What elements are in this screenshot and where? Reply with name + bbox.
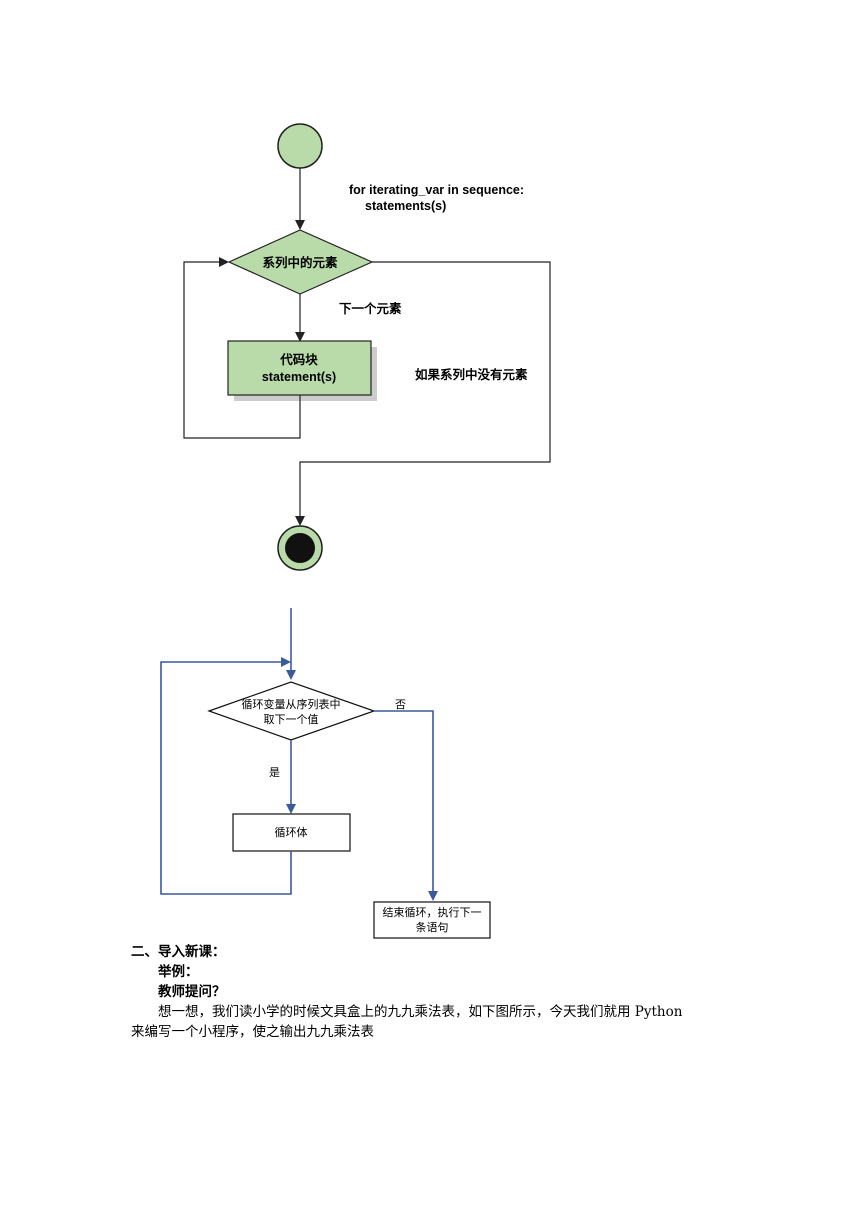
paragraph-line-1: 想一想，我们读小学的时候文具盒上的九九乘法表，如下图所示，今天我们就用 Pyth… xyxy=(158,1004,683,1020)
paragraph-line-2: 来编写一个小程序，使之输出九九乘法表 xyxy=(131,1024,374,1040)
code-block-line-2: statement(s) xyxy=(262,370,336,384)
loop-decision-line-1: 循环变量从序列表中 xyxy=(242,697,341,711)
next-element-label: 下一个元素 xyxy=(339,301,402,316)
teacher-question-heading: 教师提问？ xyxy=(158,984,226,1000)
end-loop-line-1: 结束循环，执行下一 xyxy=(383,905,482,919)
loop-decision-diamond xyxy=(207,681,376,741)
empty-sequence-label: 如果系列中没有元素 xyxy=(415,367,528,382)
no-branch-line xyxy=(374,710,438,901)
section-heading: 二、导入新课： xyxy=(131,944,226,960)
end-loop-line-2: 条语句 xyxy=(416,920,449,934)
loop-decision-line-2: 取下一个值 xyxy=(264,713,319,726)
empty-exit-line xyxy=(295,261,551,526)
end-loop-box xyxy=(373,901,491,939)
loop-return-line xyxy=(160,657,292,895)
flowcharts-canvas: for iterating_var in sequence: statement… xyxy=(160,123,551,939)
start-node xyxy=(277,123,323,169)
yes-label: 是 xyxy=(269,766,280,779)
flowchart-2: 循环变量从序列表中 取下一个值 否 是 循环体 结束循环，执行下一 条语句 xyxy=(160,608,491,939)
loop-back-line xyxy=(183,257,301,439)
loop-body-box xyxy=(232,813,351,852)
loop-body-label: 循环体 xyxy=(275,825,308,839)
code-line-1: for iterating_var in sequence: xyxy=(349,183,524,197)
example-heading: 举例： xyxy=(158,964,199,980)
code-block xyxy=(227,340,372,396)
decision-label: 系列中的元素 xyxy=(262,255,338,270)
flowchart-1: for iterating_var in sequence: statement… xyxy=(183,123,551,571)
code-line-2: statements(s) xyxy=(365,199,446,213)
code-block-line-1: 代码块 xyxy=(279,352,318,367)
end-node-inner xyxy=(285,533,315,563)
lesson-text: 二、导入新课： 举例： 教师提问？ 想一想，我们读小学的时候文具盒上的九九乘法表… xyxy=(131,942,741,1042)
no-label: 否 xyxy=(395,698,406,711)
